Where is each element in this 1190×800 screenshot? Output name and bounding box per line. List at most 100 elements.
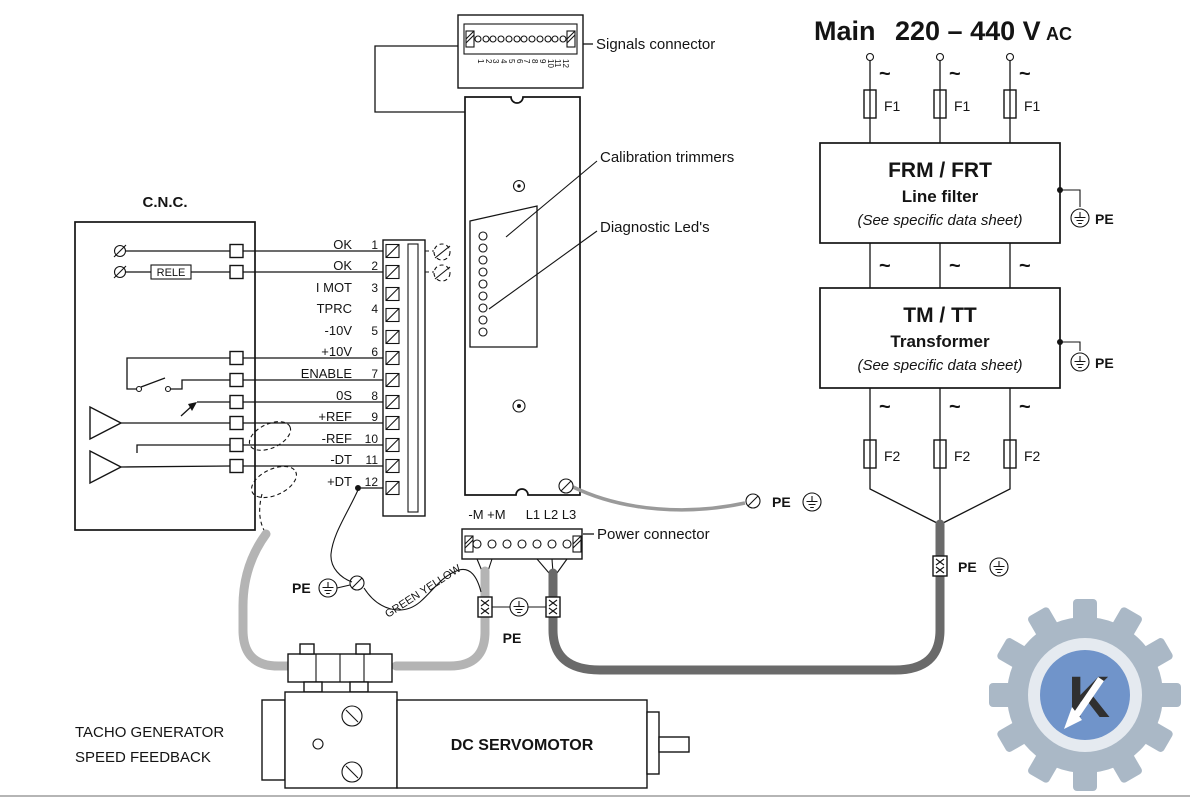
ac-tilde: ~: [879, 255, 891, 277]
signal-label: OK: [333, 237, 352, 252]
pin-number: 5: [371, 324, 378, 338]
shield-ellipse: [248, 421, 292, 451]
pe-label: PE: [503, 630, 522, 646]
motor-body: [396, 699, 648, 789]
cable-clamp-icon: [932, 555, 948, 577]
signal-label: -REF: [322, 431, 352, 446]
signal-label: 0S: [336, 388, 352, 403]
transformer-note: (See specific data sheet): [857, 357, 1022, 374]
pin-number: 9: [371, 410, 378, 424]
pin-number: 2: [371, 259, 378, 273]
signal-label: OK: [333, 258, 352, 273]
transformer-subtitle: Transformer: [890, 332, 990, 351]
signals-connector: 1 2 3 4 5 6 7 8 9 10 11 12 Signals conne…: [374, 14, 715, 113]
logo-disc: [1040, 650, 1130, 740]
fuse-f2-label: F2: [954, 448, 971, 464]
tacho-caption-line2: SPEED FEEDBACK: [75, 749, 211, 766]
tacho-caption-line1: TACHO GENERATOR: [75, 724, 224, 741]
amplifier-icon: [89, 405, 123, 441]
pin-number: 3: [371, 281, 378, 295]
pin-number: 7: [522, 59, 531, 64]
ac-tilde: ~: [949, 396, 961, 418]
power-connector-pins: [472, 539, 572, 549]
transformer-box: TM / TT Transformer (See specific data s…: [819, 287, 1114, 389]
signal-label: -10V: [325, 323, 353, 338]
signal-rows: OK OK I MOT TPRC -10V +10V ENABLE 0S +RE…: [243, 237, 383, 583]
pin-number: 10: [546, 59, 555, 68]
line-filter-title: FRM / FRT: [888, 159, 992, 182]
mains-supply-cable: [548, 519, 945, 675]
signal-labels: OK OK I MOT TPRC -10V +10V ENABLE 0S +RE…: [301, 237, 353, 489]
mains-section: Main 220 – 440 V AC ~ ~: [814, 16, 1114, 527]
motor-armature-cable: [391, 566, 490, 671]
phase-lines: [865, 52, 1015, 527]
signal-label: +DT: [327, 474, 352, 489]
ac-tilde: ~: [879, 63, 891, 85]
pe-label: PE: [1095, 211, 1114, 227]
ac-tilde: ~: [949, 255, 961, 277]
fuse-f2-label: F2: [884, 448, 901, 464]
cables: [238, 485, 945, 675]
motor-name: DC SERVOMOTOR: [451, 737, 594, 754]
pin-number: 8: [371, 389, 378, 403]
screw-icon: [341, 705, 363, 727]
pin-number: 3: [491, 59, 500, 64]
signal-wires: [243, 250, 383, 491]
cnc-title: C.N.C.: [143, 194, 188, 211]
fuse-f1-label: F1: [954, 98, 971, 114]
signals-connector-pin-numbers: 1 2 3 4 5 6 7 8 9 10 11 12: [476, 59, 570, 68]
power-connector-label: Power connector: [597, 526, 710, 543]
arrow-icon: [188, 402, 197, 411]
shield-drain-wire: [330, 489, 359, 583]
motor-terminal-labels: -M +M: [468, 507, 505, 522]
signal-label: I MOT: [316, 280, 352, 295]
pin-number: 8: [530, 59, 539, 64]
pin-number: 4: [499, 59, 508, 64]
pin-number: 1: [476, 59, 485, 64]
ac-tilde: ~: [949, 63, 961, 85]
ac-tilde: ~: [1019, 255, 1031, 277]
pin-number: 11: [553, 59, 562, 68]
diagnostic-leds-label: Diagnostic Led's: [600, 219, 710, 236]
pin-number: 4: [371, 302, 378, 316]
trimmer-panel: [469, 205, 538, 348]
pin-number: 5: [507, 59, 516, 64]
signal-label: +10V: [321, 344, 352, 359]
fuse-labels: F1 F1 F1 F2 F2 F2: [884, 98, 1041, 464]
tacho-housing: [284, 691, 398, 789]
logo-arrow-shaft: [1072, 677, 1104, 719]
pin-number: 11: [366, 453, 379, 467]
pin-number: 7: [371, 367, 378, 381]
pe-label: PE: [1095, 355, 1114, 371]
pin-number: 1: [371, 238, 378, 252]
cnc-box: C.N.C. RELE: [74, 194, 256, 531]
relay-contact-icon: [433, 264, 451, 282]
calibration-trimmers-label: Calibration trimmers: [600, 149, 734, 166]
power-connector: -M +M L1 L2 L3 Power connector: [461, 507, 710, 574]
phase-tildes: ~ ~ ~ ~ ~ ~ ~ ~ ~: [879, 63, 1031, 418]
signals-connector-label: Signals connector: [596, 36, 715, 53]
pe-label: PE: [772, 494, 791, 510]
terminal-strip: [382, 239, 451, 517]
watermark-logo: K: [989, 599, 1181, 791]
pe-label: PE: [958, 559, 977, 575]
cable-clamp-icon: [477, 596, 493, 618]
pin-number: 2: [484, 59, 493, 64]
line-filter-note: (See specific data sheet): [857, 212, 1022, 229]
mains-title-vac: AC: [1046, 24, 1072, 44]
pin-number: 6: [371, 345, 378, 359]
pe-label: PE: [292, 580, 311, 596]
trimmers-and-leds: [478, 231, 488, 337]
cnc-terminals: [229, 243, 244, 474]
pin-number: 12: [365, 475, 379, 489]
pin-number: 12: [561, 59, 570, 68]
signal-pin-numbers: 1 2 3 4 5 6 7 8 9 10 11 12: [365, 238, 379, 489]
rele-label: RELE: [157, 267, 186, 279]
signal-label: +REF: [318, 409, 352, 424]
ac-tilde: ~: [879, 396, 891, 418]
pin-number: 6: [515, 59, 524, 64]
signal-label: ENABLE: [301, 366, 353, 381]
fuse-f1-label: F1: [1024, 98, 1041, 114]
